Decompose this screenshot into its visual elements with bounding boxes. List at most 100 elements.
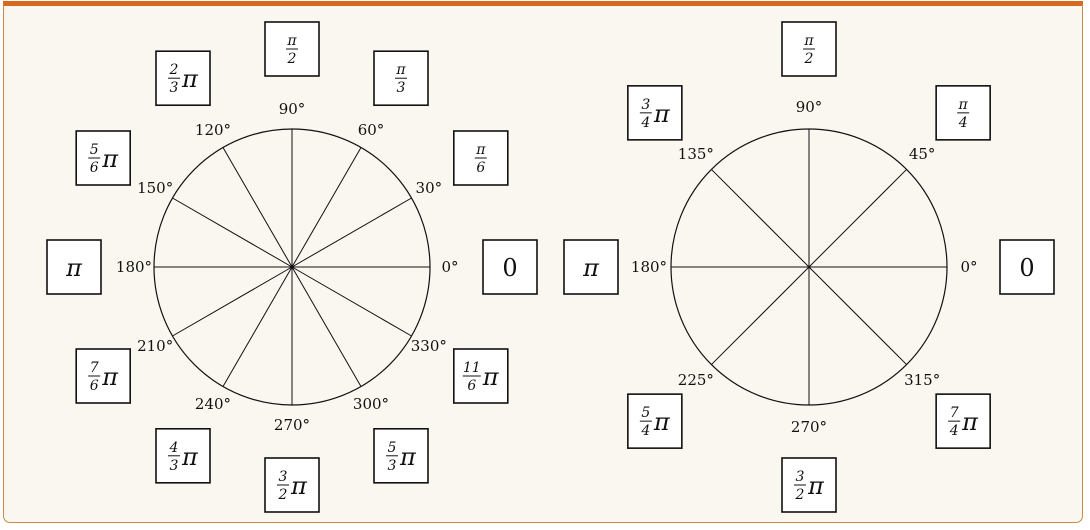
spoke-300	[291, 266, 362, 387]
radian-pi-suffix: π	[101, 363, 119, 391]
radian-box-frame	[482, 239, 538, 295]
radian-denominator: 4	[949, 423, 959, 439]
radian-numerator: π	[958, 97, 969, 113]
radian-denominator: 6	[467, 378, 476, 394]
degree-label: 0°	[960, 258, 977, 276]
radian-numerator: 5	[90, 142, 99, 158]
radian-denominator: 6	[90, 160, 99, 176]
spoke-30	[291, 197, 412, 268]
spoke-210	[172, 266, 293, 337]
radian-box-frame	[627, 85, 683, 141]
radian-box: π2	[264, 21, 320, 77]
radian-numerator: π	[475, 142, 486, 158]
radian-denominator: 2	[804, 51, 814, 67]
spoke-120	[222, 147, 293, 268]
radian-box-frame	[935, 393, 991, 449]
radian-box-frame	[627, 393, 683, 449]
spoke-225	[711, 266, 810, 365]
degree-label: 120°	[195, 121, 231, 139]
radian-box: π2	[781, 21, 837, 77]
radian-pi-suffix: π	[482, 363, 500, 391]
degree-label: 135°	[678, 145, 714, 163]
radian-box: 0	[999, 239, 1055, 295]
radian-numerator: 11	[463, 360, 481, 376]
spoke-150	[172, 197, 293, 268]
degree-label: 90°	[796, 98, 823, 116]
radian-numerator: 3	[641, 97, 650, 113]
radian-denominator: 3	[397, 80, 406, 96]
radian-numerator: 3	[796, 469, 805, 485]
radian-pi-suffix: π	[290, 472, 308, 500]
degree-label: 270°	[274, 416, 310, 434]
spoke-135	[711, 169, 810, 268]
radian-pi-suffix: π	[653, 408, 671, 436]
radian-box-frame	[155, 50, 211, 107]
radian-denominator: 3	[170, 458, 179, 474]
radian-numerator: π	[286, 33, 297, 49]
radian-box: π4	[935, 85, 991, 141]
radian-pi-suffix: π	[181, 443, 199, 471]
spoke-45	[808, 169, 907, 268]
degree-label: 330°	[411, 337, 447, 355]
radian-numerator: 2	[169, 62, 179, 78]
degree-label: 150°	[137, 179, 173, 197]
radian-denominator: 3	[388, 458, 397, 474]
radian-numerator: 5	[641, 405, 650, 421]
degree-label: 90°	[279, 100, 306, 118]
radian-denominator: 2	[795, 487, 805, 503]
radian-box-frame	[781, 457, 837, 513]
degree-label: 270°	[791, 418, 827, 436]
degree-label: 45°	[909, 145, 936, 163]
radian-box-frame	[155, 427, 211, 484]
radian-pi-suffix: π	[181, 65, 199, 93]
degree-label: 300°	[353, 395, 389, 413]
radian-numerator: 7	[950, 405, 959, 421]
radian-numerator: 4	[169, 440, 179, 456]
spoke-60	[291, 147, 362, 268]
radian-numerator: 7	[90, 360, 99, 376]
radian-denominator: 4	[640, 423, 650, 439]
radian-denominator: 3	[170, 80, 179, 96]
radian-pi-suffix: π	[961, 408, 979, 436]
radian-value: π	[582, 254, 600, 282]
degree-label: 240°	[195, 395, 231, 413]
degree-label: 210°	[137, 337, 173, 355]
radian-pi-suffix: π	[653, 100, 671, 128]
radian-box-frame	[999, 239, 1055, 295]
degree-label: 315°	[904, 371, 940, 389]
radian-numerator: 3	[279, 469, 288, 485]
radian-pi-suffix: π	[101, 145, 119, 173]
degree-label: 180°	[631, 258, 667, 276]
radian-denominator: 2	[287, 51, 297, 67]
spoke-330	[291, 266, 412, 337]
radian-box-frame	[563, 239, 619, 295]
degree-label: 180°	[116, 258, 152, 276]
degree-label: 0°	[441, 258, 458, 276]
spoke-315	[808, 266, 907, 365]
radian-box: π	[46, 239, 102, 295]
degree-label: 30°	[416, 179, 443, 197]
radian-value: π	[65, 254, 83, 282]
radian-box-frame	[75, 130, 132, 186]
degree-label: 60°	[358, 121, 385, 139]
radian-box: π6	[452, 130, 509, 186]
radian-box: π	[563, 239, 619, 295]
radian-pi-suffix: π	[399, 443, 417, 471]
radian-denominator: 4	[958, 115, 968, 131]
radian-denominator: 6	[90, 378, 99, 394]
